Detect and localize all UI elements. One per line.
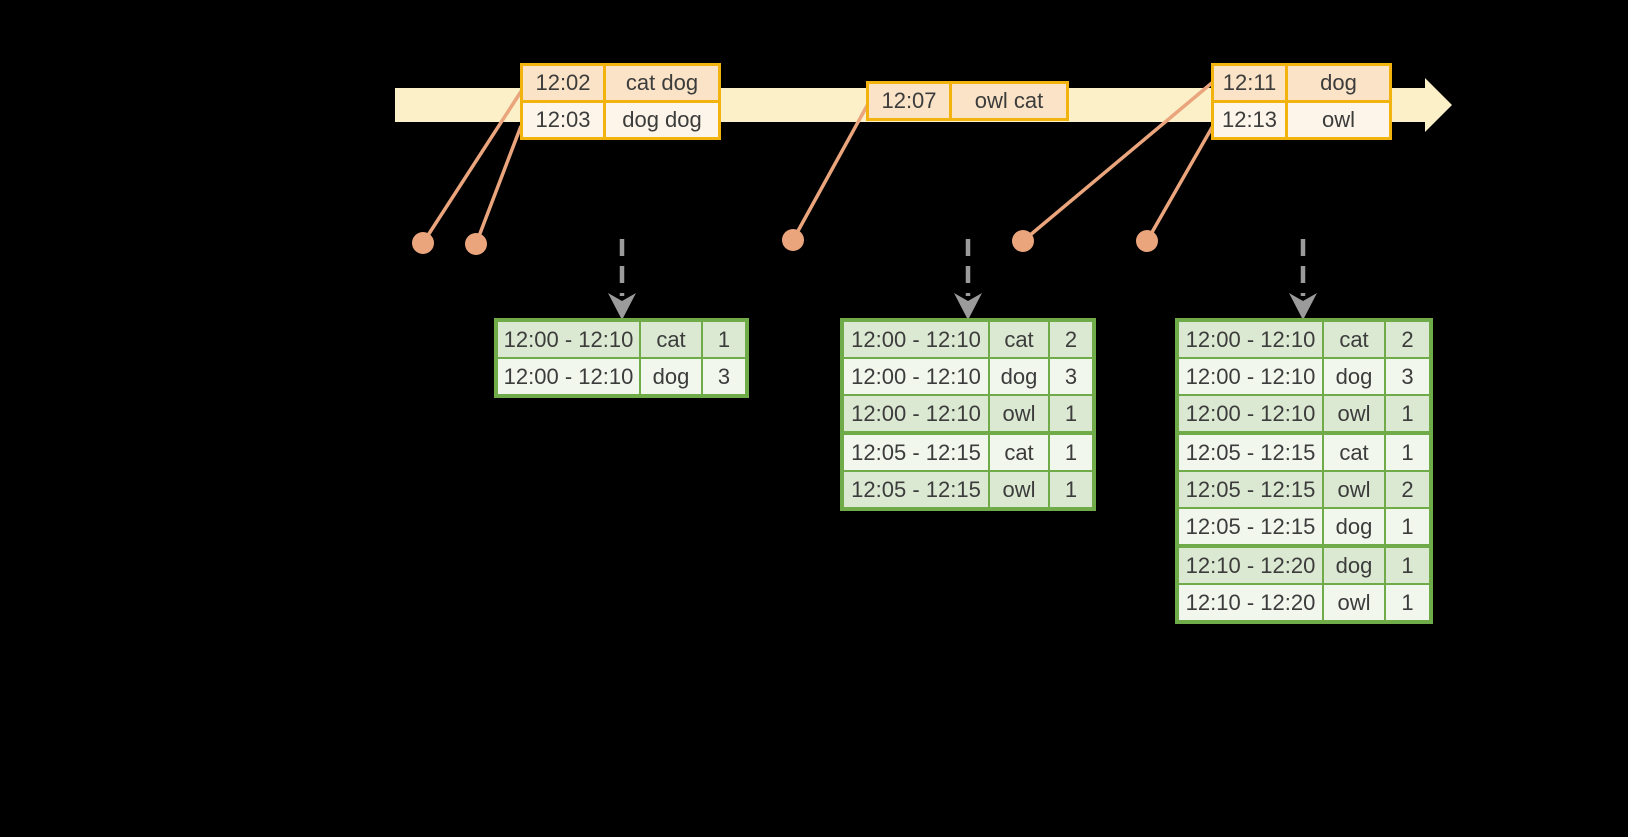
count-cell: 1 [1386,435,1429,470]
trigger-arrowhead-icon [1289,293,1317,320]
window-cell: 12:05 - 12:15 [1179,435,1322,470]
timeline-arrowhead-icon [1425,78,1452,132]
word-cell: dog [641,359,701,394]
event-dot [465,233,487,255]
count-cell: 1 [1386,396,1429,431]
count-cell: 1 [1386,509,1429,544]
window-cell: 12:00 - 12:10 [844,359,988,394]
event-words-cell: owl cat [952,84,1066,118]
window-cell: 12:05 - 12:15 [844,435,988,470]
event-time-cell: 12:13 [1214,103,1285,137]
event-dot [1012,230,1034,252]
event-dot [412,232,434,254]
count-cell: 2 [1386,472,1429,507]
count-cell: 3 [703,359,745,394]
count-cell: 1 [1050,435,1092,470]
window-cell: 12:05 - 12:15 [1179,472,1322,507]
count-cell: 1 [1386,548,1429,583]
event-dot [1136,230,1158,252]
word-cell: cat [990,435,1048,470]
word-cell: owl [990,472,1048,507]
window-cell: 12:00 - 12:10 [498,322,639,357]
window-cell: 12:00 - 12:10 [498,359,639,394]
word-cell: cat [1324,435,1384,470]
event-dot [782,229,804,251]
event-time-cell: 12:07 [869,84,949,118]
count-cell: 2 [1050,322,1092,357]
event-time-cell: 12:02 [523,66,603,100]
count-cell: 1 [703,322,745,357]
count-cell: 1 [1050,396,1092,431]
event-dots [412,229,1158,255]
window-cell: 12:10 - 12:20 [1179,585,1322,620]
word-cell: dog [1324,359,1384,394]
word-cell: cat [1324,322,1384,357]
event-time-cell: 12:03 [523,103,603,137]
trigger-arrows [608,239,1317,320]
event-words-cell: dog [1288,66,1389,100]
event-time-cell: 12:11 [1214,66,1285,100]
connector-line [421,89,524,244]
word-cell: owl [1324,396,1384,431]
window-cell: 12:05 - 12:15 [844,472,988,507]
word-cell: dog [1324,548,1384,583]
word-cell: owl [1324,585,1384,620]
window-cell: 12:00 - 12:10 [844,396,988,431]
count-cell: 2 [1386,322,1429,357]
connector-line [791,103,870,241]
window-cell: 12:00 - 12:10 [844,322,988,357]
word-cell: owl [990,396,1048,431]
event-words-cell: cat dog [606,66,718,100]
window-cell: 12:00 - 12:10 [1179,396,1322,431]
word-cell: cat [641,322,701,357]
word-cell: cat [990,322,1048,357]
word-cell: dog [990,359,1048,394]
connector-line [474,125,523,245]
count-cell: 1 [1050,472,1092,507]
connector-line [1145,123,1216,242]
window-cell: 12:00 - 12:10 [1179,359,1322,394]
window-cell: 12:05 - 12:15 [1179,509,1322,544]
count-cell: 1 [1386,585,1429,620]
word-cell: dog [1324,509,1384,544]
event-connectors [421,80,1216,245]
window-cell: 12:10 - 12:20 [1179,548,1322,583]
window-cell: 12:00 - 12:10 [1179,322,1322,357]
count-cell: 3 [1050,359,1092,394]
trigger-arrowhead-icon [954,293,982,320]
event-words-cell: owl [1288,103,1389,137]
count-cell: 3 [1386,359,1429,394]
connector-line [1021,80,1215,243]
event-words-cell: dog dog [606,103,718,137]
word-cell: owl [1324,472,1384,507]
trigger-arrowhead-icon [608,293,636,320]
